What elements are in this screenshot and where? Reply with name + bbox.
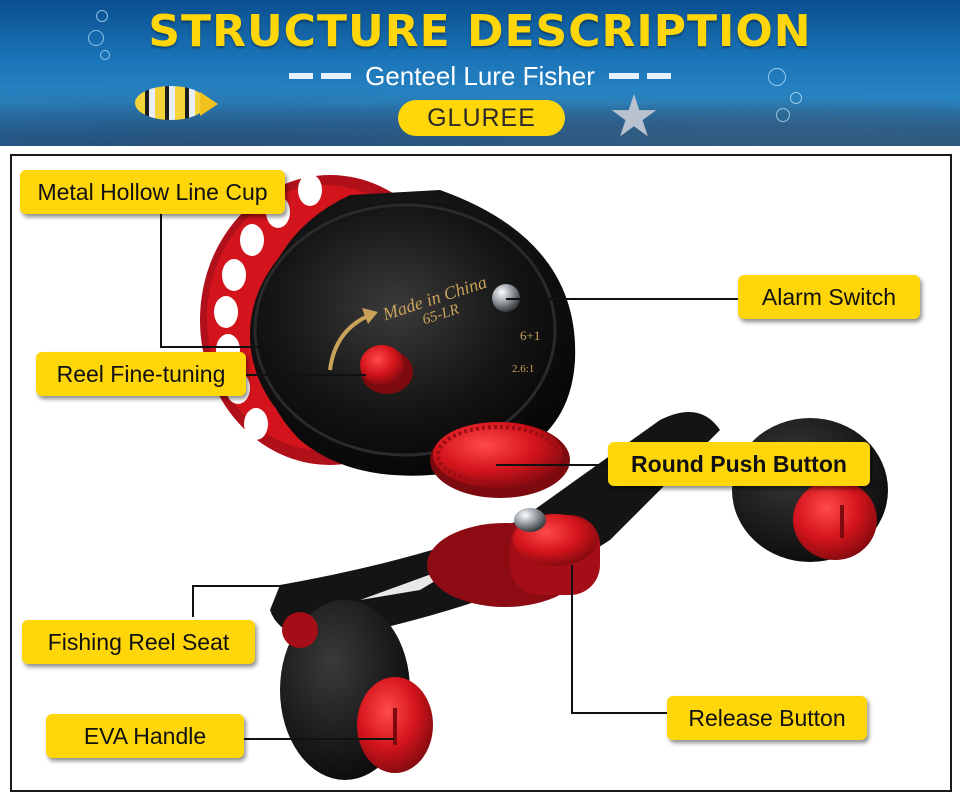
divider-dash <box>608 73 639 79</box>
label-alarm-switch: Alarm Switch <box>738 275 920 319</box>
label-reel-fine-tuning: Reel Fine-tuning <box>36 352 246 396</box>
bubble-icon <box>790 92 802 104</box>
divider-dash <box>646 73 671 79</box>
divider-dash <box>321 73 352 79</box>
fine-tuning-knob <box>360 345 413 394</box>
arrow-head-icon <box>362 308 378 324</box>
right-eva-knob <box>732 418 888 562</box>
reel-body <box>250 190 576 476</box>
header-banner: ★ STRUCTURE DESCRIPTION Genteel Lure Fis… <box>0 0 960 146</box>
fish-tail-icon <box>200 92 218 116</box>
leader-line <box>192 585 292 587</box>
subtitle: Genteel Lure Fisher <box>365 60 595 91</box>
label-fishing-reel-seat: Fishing Reel Seat <box>22 620 255 664</box>
arrow-decoration <box>328 313 371 371</box>
starfish-icon: ★ <box>608 84 660 146</box>
leader-line <box>160 346 280 348</box>
page-title: STRUCTURE DESCRIPTION <box>148 6 812 57</box>
leader-line <box>496 464 608 466</box>
bubble-icon <box>96 10 108 22</box>
gear-ratio-text: 2.6:1 <box>512 363 534 375</box>
leader-line <box>246 374 366 376</box>
release-button-knob <box>510 508 600 595</box>
left-eva-knob <box>280 600 433 780</box>
leader-line <box>571 565 573 713</box>
brand-badge: GLUREE <box>398 100 565 136</box>
fish-icon <box>135 86 207 120</box>
label-metal-hollow-line-cup: Metal Hollow Line Cup <box>20 170 285 214</box>
label-eva-handle: EVA Handle <box>46 714 244 758</box>
leader-line <box>160 214 162 348</box>
leader-line <box>571 712 668 714</box>
leader-line <box>244 738 394 740</box>
divider-dash <box>289 73 314 79</box>
bubble-icon <box>88 30 104 46</box>
leader-line <box>506 298 738 300</box>
label-release-button: Release Button <box>667 696 867 740</box>
bubble-icon <box>776 108 790 122</box>
bearings-text: 6+1 <box>520 328 540 343</box>
leader-line <box>192 585 194 617</box>
label-round-push-button: Round Push Button <box>608 442 870 486</box>
bubble-icon <box>100 50 110 60</box>
bubble-icon <box>768 68 786 86</box>
subtitle-row: Genteel Lure Fisher <box>0 60 960 92</box>
